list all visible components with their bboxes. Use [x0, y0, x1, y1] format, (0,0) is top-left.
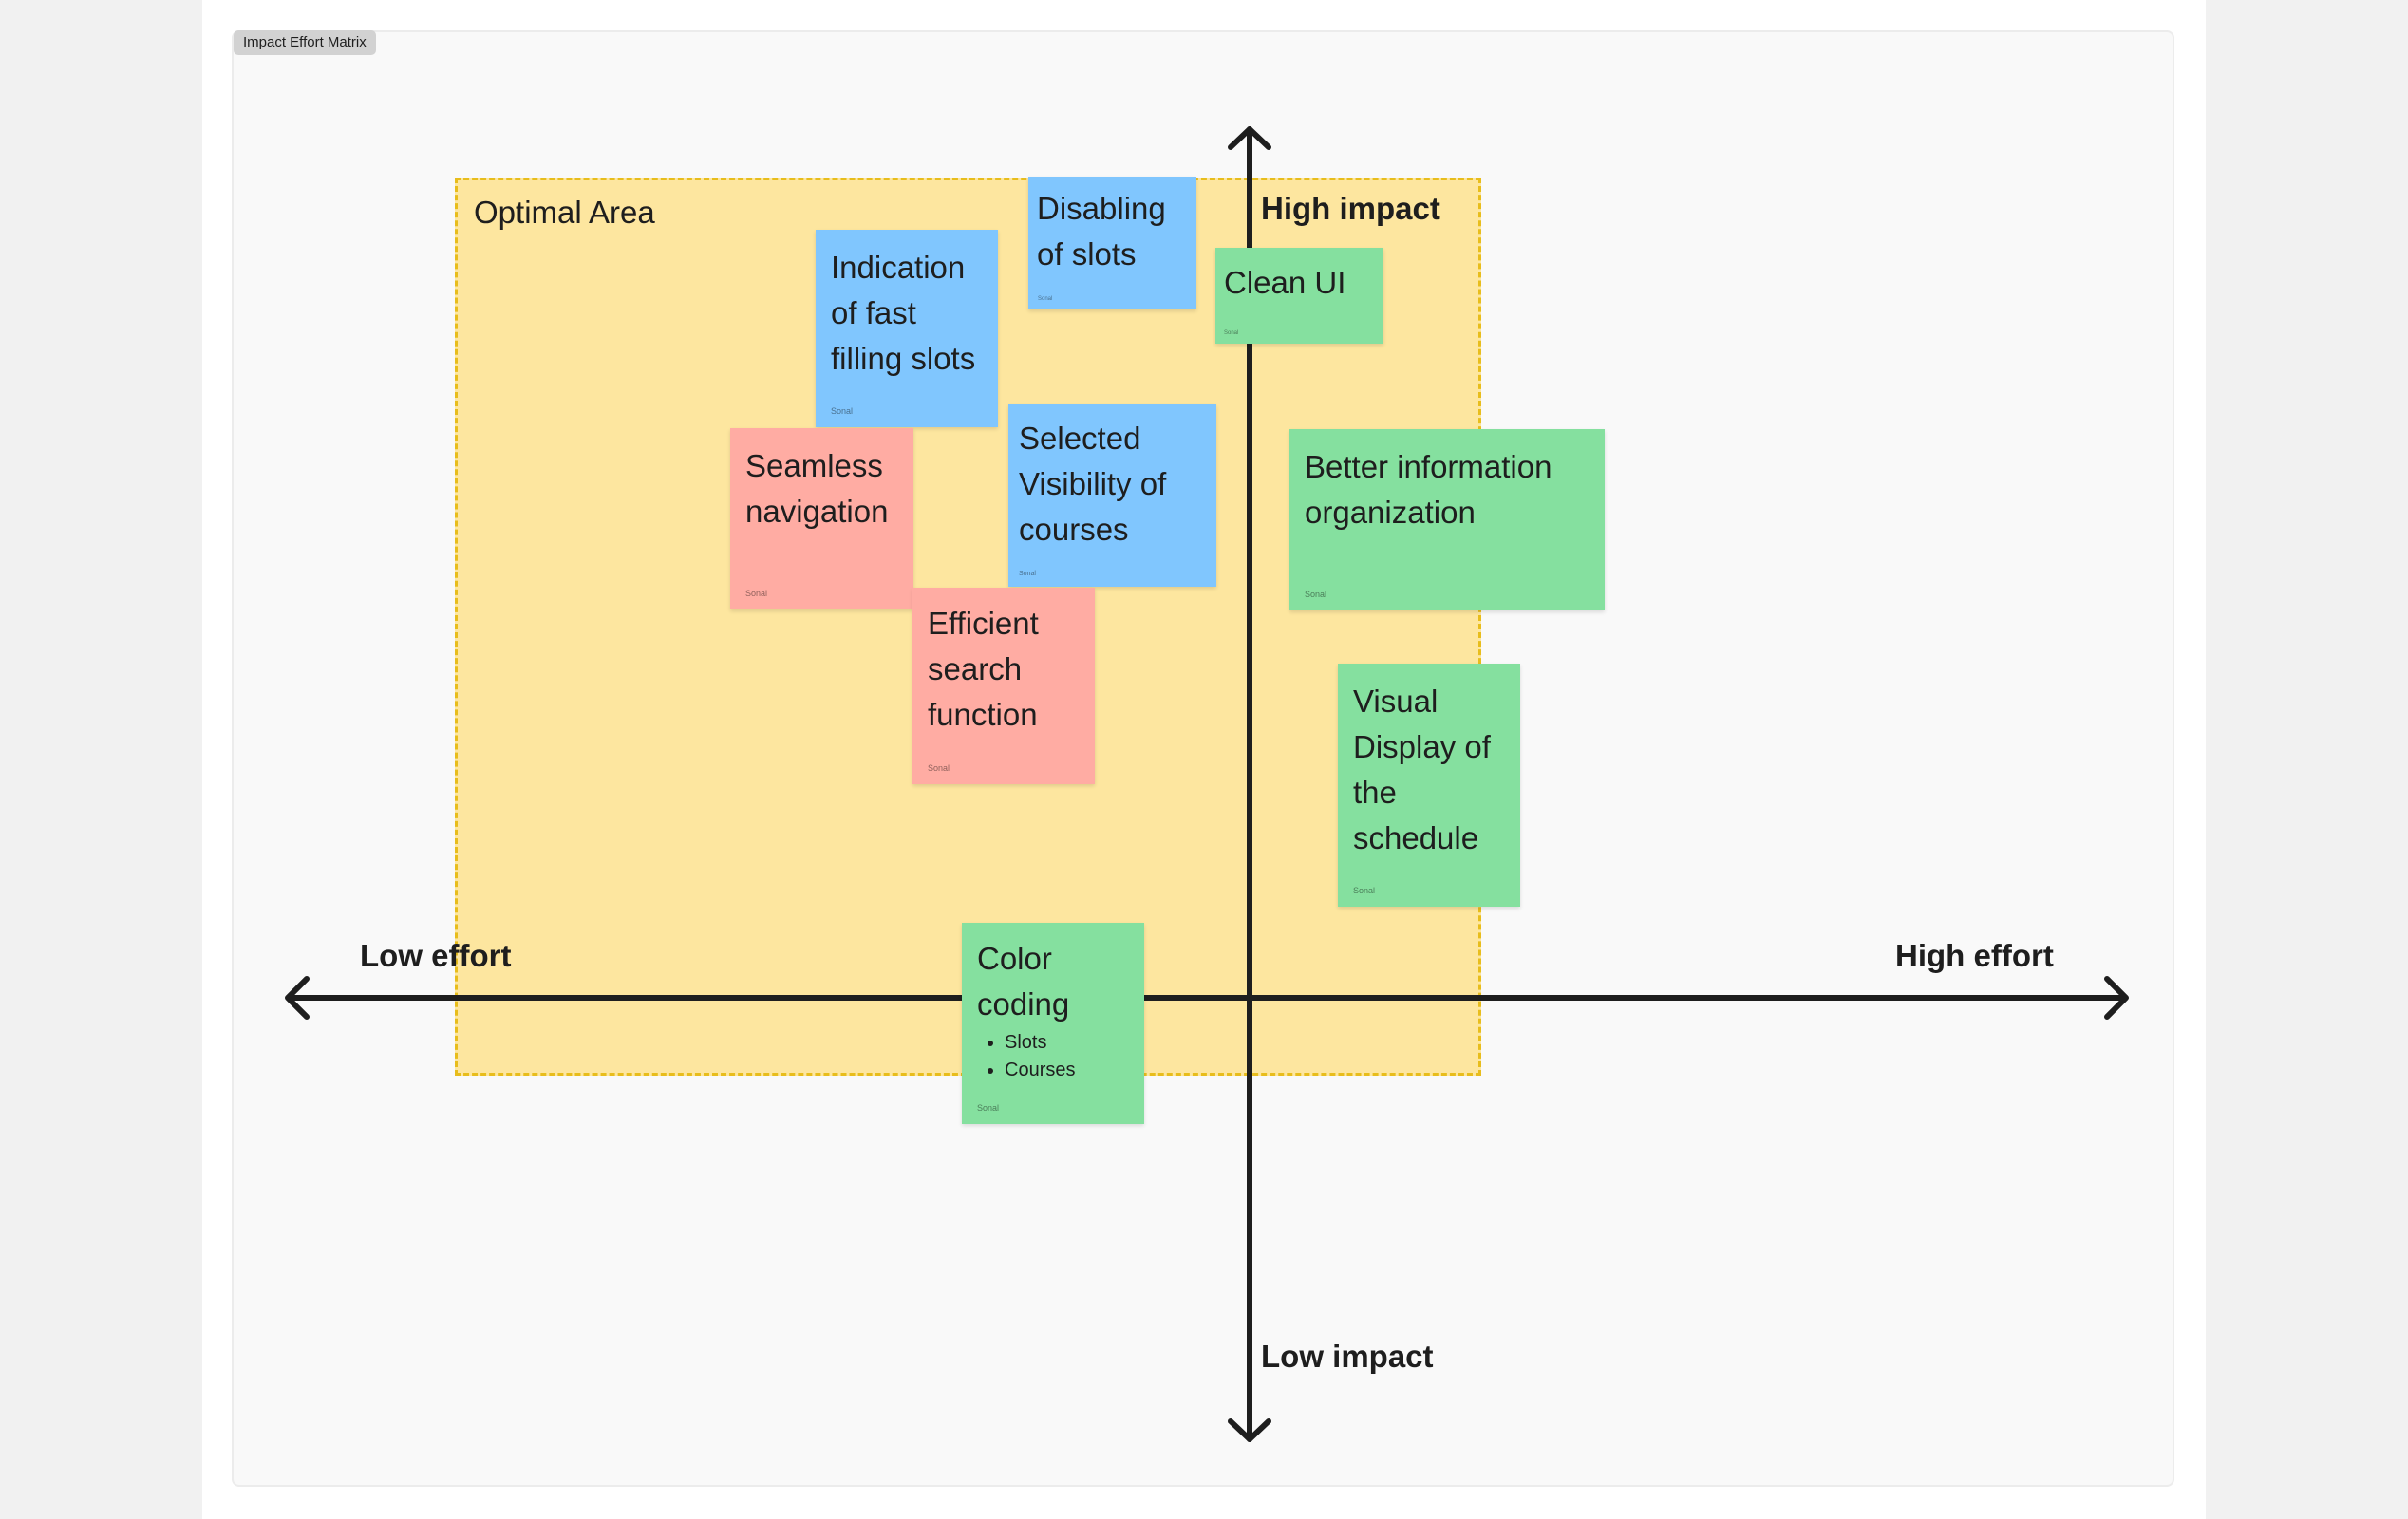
note-text: Color coding: [977, 941, 1070, 1022]
down-arrow-head: [1228, 1418, 1271, 1442]
right-arrow-head: [2104, 976, 2129, 1020]
high-effort-label: High effort: [1895, 938, 2054, 973]
note-author: Sonal: [831, 406, 854, 416]
sticky-note-seamless-navigation[interactable]: Seamless navigation Sonal: [730, 428, 913, 609]
note-author: Sonal: [1038, 296, 1053, 302]
left-arrow-head: [285, 976, 310, 1020]
bullet-item: Courses: [1005, 1057, 1129, 1084]
note-author: Sonal: [1019, 571, 1036, 577]
high-impact-label: High impact: [1261, 191, 1440, 226]
sticky-note-better-info-org[interactable]: Better information organization Sonal: [1289, 429, 1605, 610]
note-text: Visual Display of the schedule: [1353, 684, 1491, 855]
sticky-note-disabling-slots[interactable]: Disabling of slots Sonal: [1028, 177, 1196, 309]
note-author: Sonal: [745, 589, 768, 598]
sticky-note-visual-schedule[interactable]: Visual Display of the schedule Sonal: [1338, 664, 1520, 907]
sticky-note-selected-visibility[interactable]: Selected Visibility of courses Sonal: [1008, 404, 1216, 587]
sticky-note-clean-ui[interactable]: Clean UI Sonal: [1215, 248, 1383, 344]
note-author: Sonal: [977, 1103, 1000, 1113]
note-text: Clean UI: [1224, 265, 1346, 300]
sticky-note-indication-fast-filling[interactable]: Indication of fast filling slots Sonal: [816, 230, 998, 427]
note-text: Selected Visibility of courses: [1019, 421, 1167, 547]
note-author: Sonal: [1224, 330, 1239, 336]
note-text: Disabling of slots: [1037, 191, 1166, 272]
note-author: Sonal: [928, 763, 950, 773]
low-impact-label: Low impact: [1261, 1339, 1434, 1374]
sticky-note-efficient-search[interactable]: Efficient search function Sonal: [912, 588, 1095, 784]
low-effort-label: Low effort: [360, 938, 512, 973]
note-author: Sonal: [1305, 590, 1327, 599]
note-text: Seamless navigation: [745, 448, 889, 529]
note-text: Better information organization: [1305, 449, 1552, 530]
note-text: Indication of fast filling slots: [831, 250, 976, 376]
optimal-area-label: Optimal Area: [474, 195, 655, 230]
note-text: Efficient search function: [928, 606, 1039, 732]
note-author: Sonal: [1353, 886, 1376, 895]
frame-label[interactable]: Impact Effort Matrix: [234, 30, 376, 55]
bullet-item: Slots: [1005, 1029, 1129, 1057]
sticky-note-color-coding[interactable]: Color coding Slots Courses Sonal: [962, 923, 1144, 1124]
note-bullet-list: Slots Courses: [977, 1029, 1129, 1084]
up-arrow-head: [1228, 126, 1271, 150]
